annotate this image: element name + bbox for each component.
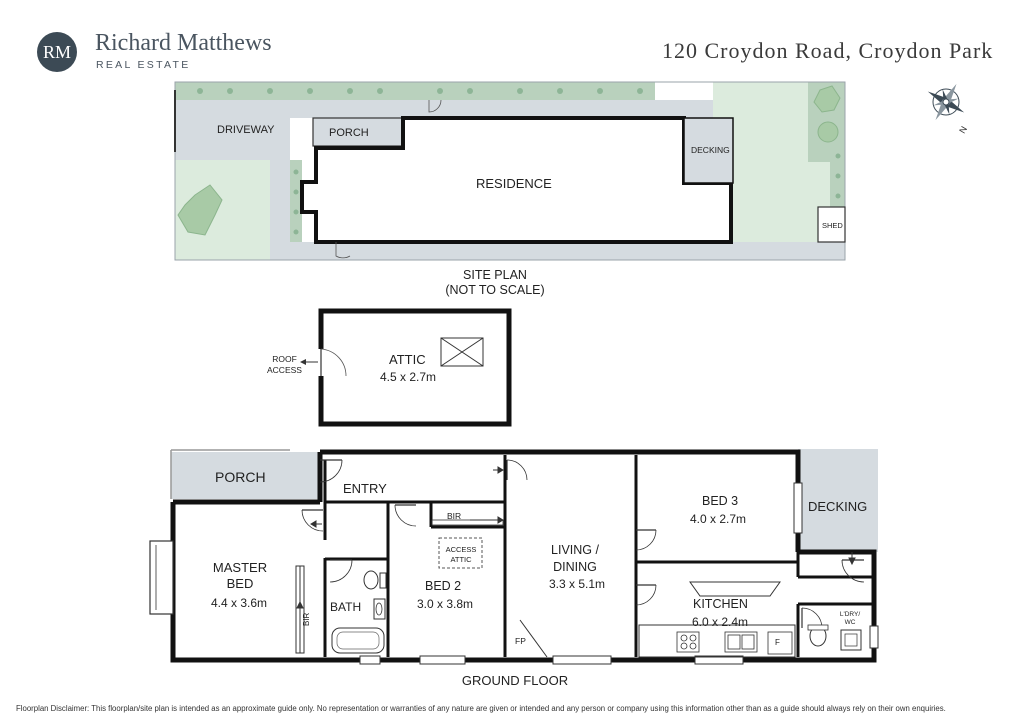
porch-area bbox=[171, 452, 321, 499]
site-plan bbox=[174, 81, 846, 261]
floorplan-disclaimer: Floorplan Disclaimer: This floorplan/sit… bbox=[16, 704, 946, 713]
attic-plan bbox=[300, 308, 512, 427]
site-label-shed: SHED bbox=[822, 221, 843, 230]
site-label-decking: DECKING bbox=[691, 145, 730, 155]
site-label-porch: PORCH bbox=[329, 127, 369, 139]
room-label-ldry-wc: L'DRY/ WC bbox=[837, 611, 863, 627]
master-bed-name-line1: MASTER bbox=[212, 560, 268, 575]
site-side-path bbox=[270, 160, 290, 260]
site-bottom-path bbox=[290, 242, 845, 260]
compass-north-label: N bbox=[957, 124, 969, 135]
cooktop-icon bbox=[676, 631, 700, 653]
access-attic-label: ACCESS ATTIC bbox=[441, 545, 481, 565]
site-decking-area bbox=[683, 117, 734, 184]
site-door-swing bbox=[335, 242, 351, 259]
bathtub-icon bbox=[331, 627, 385, 654]
roof-access-label: ROOF ACCESS bbox=[267, 354, 302, 376]
logo-monogram-badge bbox=[37, 32, 77, 72]
decking-area bbox=[798, 449, 878, 552]
brand-name: Richard Matthews bbox=[95, 30, 272, 56]
interior-walls bbox=[323, 455, 874, 657]
living-dims: 3.3 x 5.1m bbox=[549, 577, 606, 591]
fridge-label: F bbox=[775, 638, 780, 647]
room-label-entry: ENTRY bbox=[343, 481, 387, 496]
attic-door-swing bbox=[320, 348, 347, 377]
attic-outline bbox=[318, 308, 512, 427]
living-name-line1: LIVING / bbox=[551, 543, 599, 557]
room-label-kitchen: KITCHEN bbox=[693, 597, 748, 611]
sink-icon bbox=[724, 631, 758, 653]
attic-room-dims: 4.5 x 2.7m bbox=[380, 370, 437, 384]
fridge-space bbox=[767, 631, 793, 655]
kitchen-island-bench bbox=[689, 581, 781, 597]
door-swings bbox=[301, 459, 865, 629]
bathtub-inner bbox=[336, 631, 380, 650]
roof-access-line2: ACCESS bbox=[267, 365, 302, 375]
access-attic-line2: ATTIC bbox=[450, 555, 472, 564]
site-label-driveway: DRIVEWAY bbox=[217, 124, 275, 136]
site-label-residence: RESIDENCE bbox=[476, 176, 552, 191]
ldry-cistern bbox=[807, 624, 829, 631]
toilet-icon bbox=[363, 570, 379, 590]
master-bay-window bbox=[149, 540, 174, 615]
window-openings bbox=[359, 482, 879, 665]
living-name-line2: DINING bbox=[553, 560, 597, 574]
site-plan-title-line1: SITE PLAN bbox=[463, 268, 527, 282]
roof-access-line1: ROOF bbox=[272, 354, 297, 364]
bed2-dims: 3.0 x 3.8m bbox=[417, 597, 474, 611]
master-bed-dims: 4.4 x 3.6m bbox=[211, 596, 268, 610]
site-plan-title-line2: (NOT TO SCALE) bbox=[445, 283, 545, 297]
laundry-tub-inner bbox=[844, 633, 858, 647]
ldry-line2: WC bbox=[844, 619, 856, 626]
site-plan-title: SITE PLAN (NOT TO SCALE) bbox=[400, 268, 590, 298]
master-bed-name-line2: BED bbox=[226, 576, 254, 591]
fireplace-diagonal bbox=[519, 619, 548, 658]
room-label-porch: PORCH bbox=[215, 469, 266, 485]
room-label-bir-master: BIR bbox=[302, 612, 311, 626]
roof-access-arrowhead bbox=[300, 359, 306, 365]
room-label-master-bed: MASTER BED bbox=[200, 560, 280, 592]
room-label-bed2: BED 2 bbox=[425, 579, 462, 593]
site-tree-icon bbox=[813, 85, 841, 113]
room-label-bir-bed2: BIR bbox=[447, 511, 462, 521]
bed3-dims: 4.0 x 2.7m bbox=[690, 512, 747, 526]
site-top-path bbox=[290, 100, 713, 118]
site-shed-box bbox=[817, 206, 846, 243]
robe-bed2 bbox=[431, 519, 504, 526]
site-boundary bbox=[174, 81, 846, 261]
basin-icon bbox=[375, 602, 383, 616]
site-tree-icon bbox=[177, 184, 223, 236]
compass-icon: N bbox=[927, 83, 969, 135]
access-attic-hatch bbox=[438, 537, 483, 569]
ground-floor-title: GROUND FLOOR bbox=[461, 673, 569, 688]
room-label-living-dining: LIVING / DINING bbox=[535, 542, 615, 576]
site-plant-dots bbox=[197, 88, 841, 235]
access-attic-line1: ACCESS bbox=[445, 545, 477, 554]
site-side-garden-strip bbox=[290, 160, 302, 242]
toilet-cistern bbox=[379, 572, 387, 589]
site-shrub-icon bbox=[817, 121, 839, 143]
ldry-line1: L'DRY/ bbox=[839, 611, 861, 618]
attic-hatch-cross bbox=[440, 337, 484, 367]
room-label-decking: DECKING bbox=[808, 499, 868, 514]
site-gate-swing bbox=[428, 99, 442, 113]
room-label-bed3: BED 3 bbox=[702, 494, 739, 508]
attic-room-name: ATTIC bbox=[389, 352, 426, 367]
ground-floor-plan bbox=[149, 449, 879, 665]
logo-monogram: RM bbox=[42, 42, 71, 62]
brand-tagline: REAL ESTATE bbox=[96, 59, 191, 71]
site-top-garden-bed bbox=[175, 82, 655, 100]
property-address: 120 Croydon Road, Croydon Park bbox=[662, 38, 994, 63]
kitchen-dims: 6.0 x 2.4m bbox=[692, 615, 749, 629]
laundry-tub-icon bbox=[840, 629, 862, 651]
room-label-bath: BATH bbox=[330, 600, 362, 614]
vanity-icon bbox=[373, 598, 386, 620]
kitchen-bench bbox=[638, 624, 796, 658]
room-label-fp: FP bbox=[515, 636, 526, 646]
